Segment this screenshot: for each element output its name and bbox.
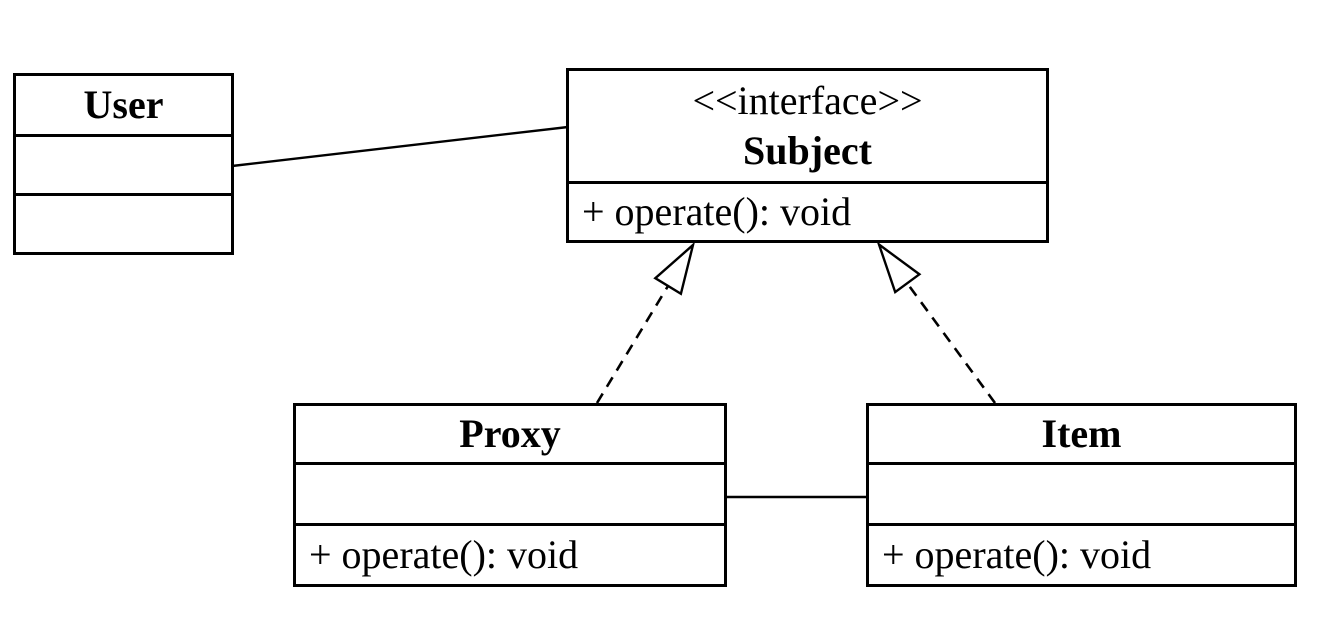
class-methods-compartment: + operate(): void: [296, 523, 724, 584]
class-title-compartment: Item: [869, 406, 1294, 462]
realization-item-subject-line: [905, 282, 997, 404]
class-methods-item: + operate(): void: [882, 532, 1152, 577]
class-box-item: Item + operate(): void: [866, 403, 1297, 587]
class-box-subject: <<interface>> Subject + operate(): void: [566, 68, 1049, 243]
class-title-compartment: <<interface>> Subject: [569, 71, 1046, 181]
class-name-proxy: Proxy: [459, 411, 561, 456]
class-name-item: Item: [1041, 411, 1122, 456]
class-title-compartment: User: [16, 76, 231, 134]
class-title-compartment: Proxy: [296, 406, 724, 462]
realization-item-subject-hollow-triangle-arrowhead: [876, 241, 922, 295]
class-attributes-compartment: [869, 462, 1294, 523]
realization-proxy-subject-line: [595, 285, 670, 404]
class-name-subject: Subject: [743, 128, 872, 173]
association-user-subject: [231, 125, 569, 168]
class-methods-compartment: [16, 193, 231, 252]
realization-proxy-subject-hollow-triangle-arrowhead: [653, 241, 696, 296]
class-methods-subject: + operate(): void: [582, 189, 852, 234]
class-name-user: User: [83, 82, 164, 127]
class-methods-proxy: + operate(): void: [309, 532, 579, 577]
class-methods-compartment: + operate(): void: [569, 181, 1046, 240]
class-attributes-compartment: [296, 462, 724, 523]
class-methods-compartment: + operate(): void: [869, 523, 1294, 584]
stereotype-interface-label: <<interface>>: [692, 78, 923, 123]
class-attributes-compartment: [16, 134, 231, 193]
class-box-proxy: Proxy + operate(): void: [293, 403, 727, 587]
class-box-user: User: [13, 73, 234, 255]
